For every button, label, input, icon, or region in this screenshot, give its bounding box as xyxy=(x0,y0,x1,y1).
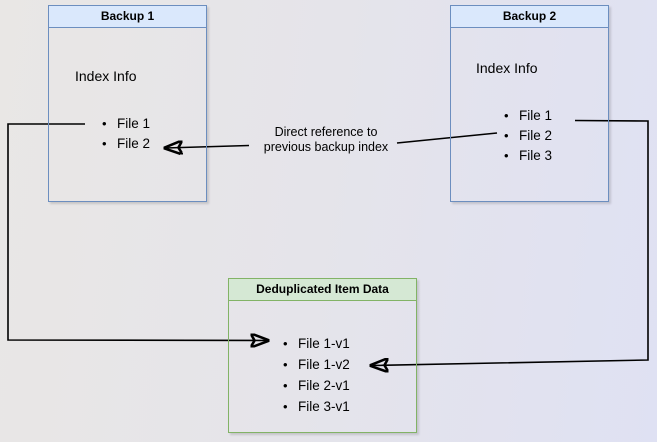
list-item: File 2-v1 xyxy=(282,375,350,396)
annotation-line1: Direct reference to xyxy=(274,125,378,139)
list-item: File 1 xyxy=(101,114,150,134)
annotation-line2: previous backup index xyxy=(263,140,389,154)
backup2-node: Backup 2 Index Info File 1 File 2 File 3 xyxy=(450,5,609,202)
dedup-file-list: File 1-v1 File 1-v2 File 2-v1 File 3-v1 xyxy=(282,333,350,417)
deduplicated-item-data-node: Deduplicated Item Data File 1-v1 File 1-… xyxy=(228,278,417,433)
list-item: File 1-v2 xyxy=(282,354,350,375)
list-item: File 1 xyxy=(503,106,552,126)
backup2-title: Backup 2 xyxy=(451,6,608,28)
arrow-annotation: Direct reference to previous backup inde… xyxy=(240,125,412,155)
list-item: File 3 xyxy=(503,146,552,166)
backup1-title: Backup 1 xyxy=(49,6,206,28)
dedup-title: Deduplicated Item Data xyxy=(229,279,416,301)
backup2-file-list: File 1 File 2 File 3 xyxy=(503,106,552,166)
backup1-index-info-label: Index Info xyxy=(75,68,137,84)
list-item: File 2 xyxy=(101,134,150,154)
backup2-index-info-label: Index Info xyxy=(476,60,538,76)
backup1-node: Backup 1 Index Info File 1 File 2 xyxy=(48,5,207,202)
list-item: File 1-v1 xyxy=(282,333,350,354)
backup1-file-list: File 1 File 2 xyxy=(101,114,150,154)
list-item: File 3-v1 xyxy=(282,396,350,417)
list-item: File 2 xyxy=(503,126,552,146)
